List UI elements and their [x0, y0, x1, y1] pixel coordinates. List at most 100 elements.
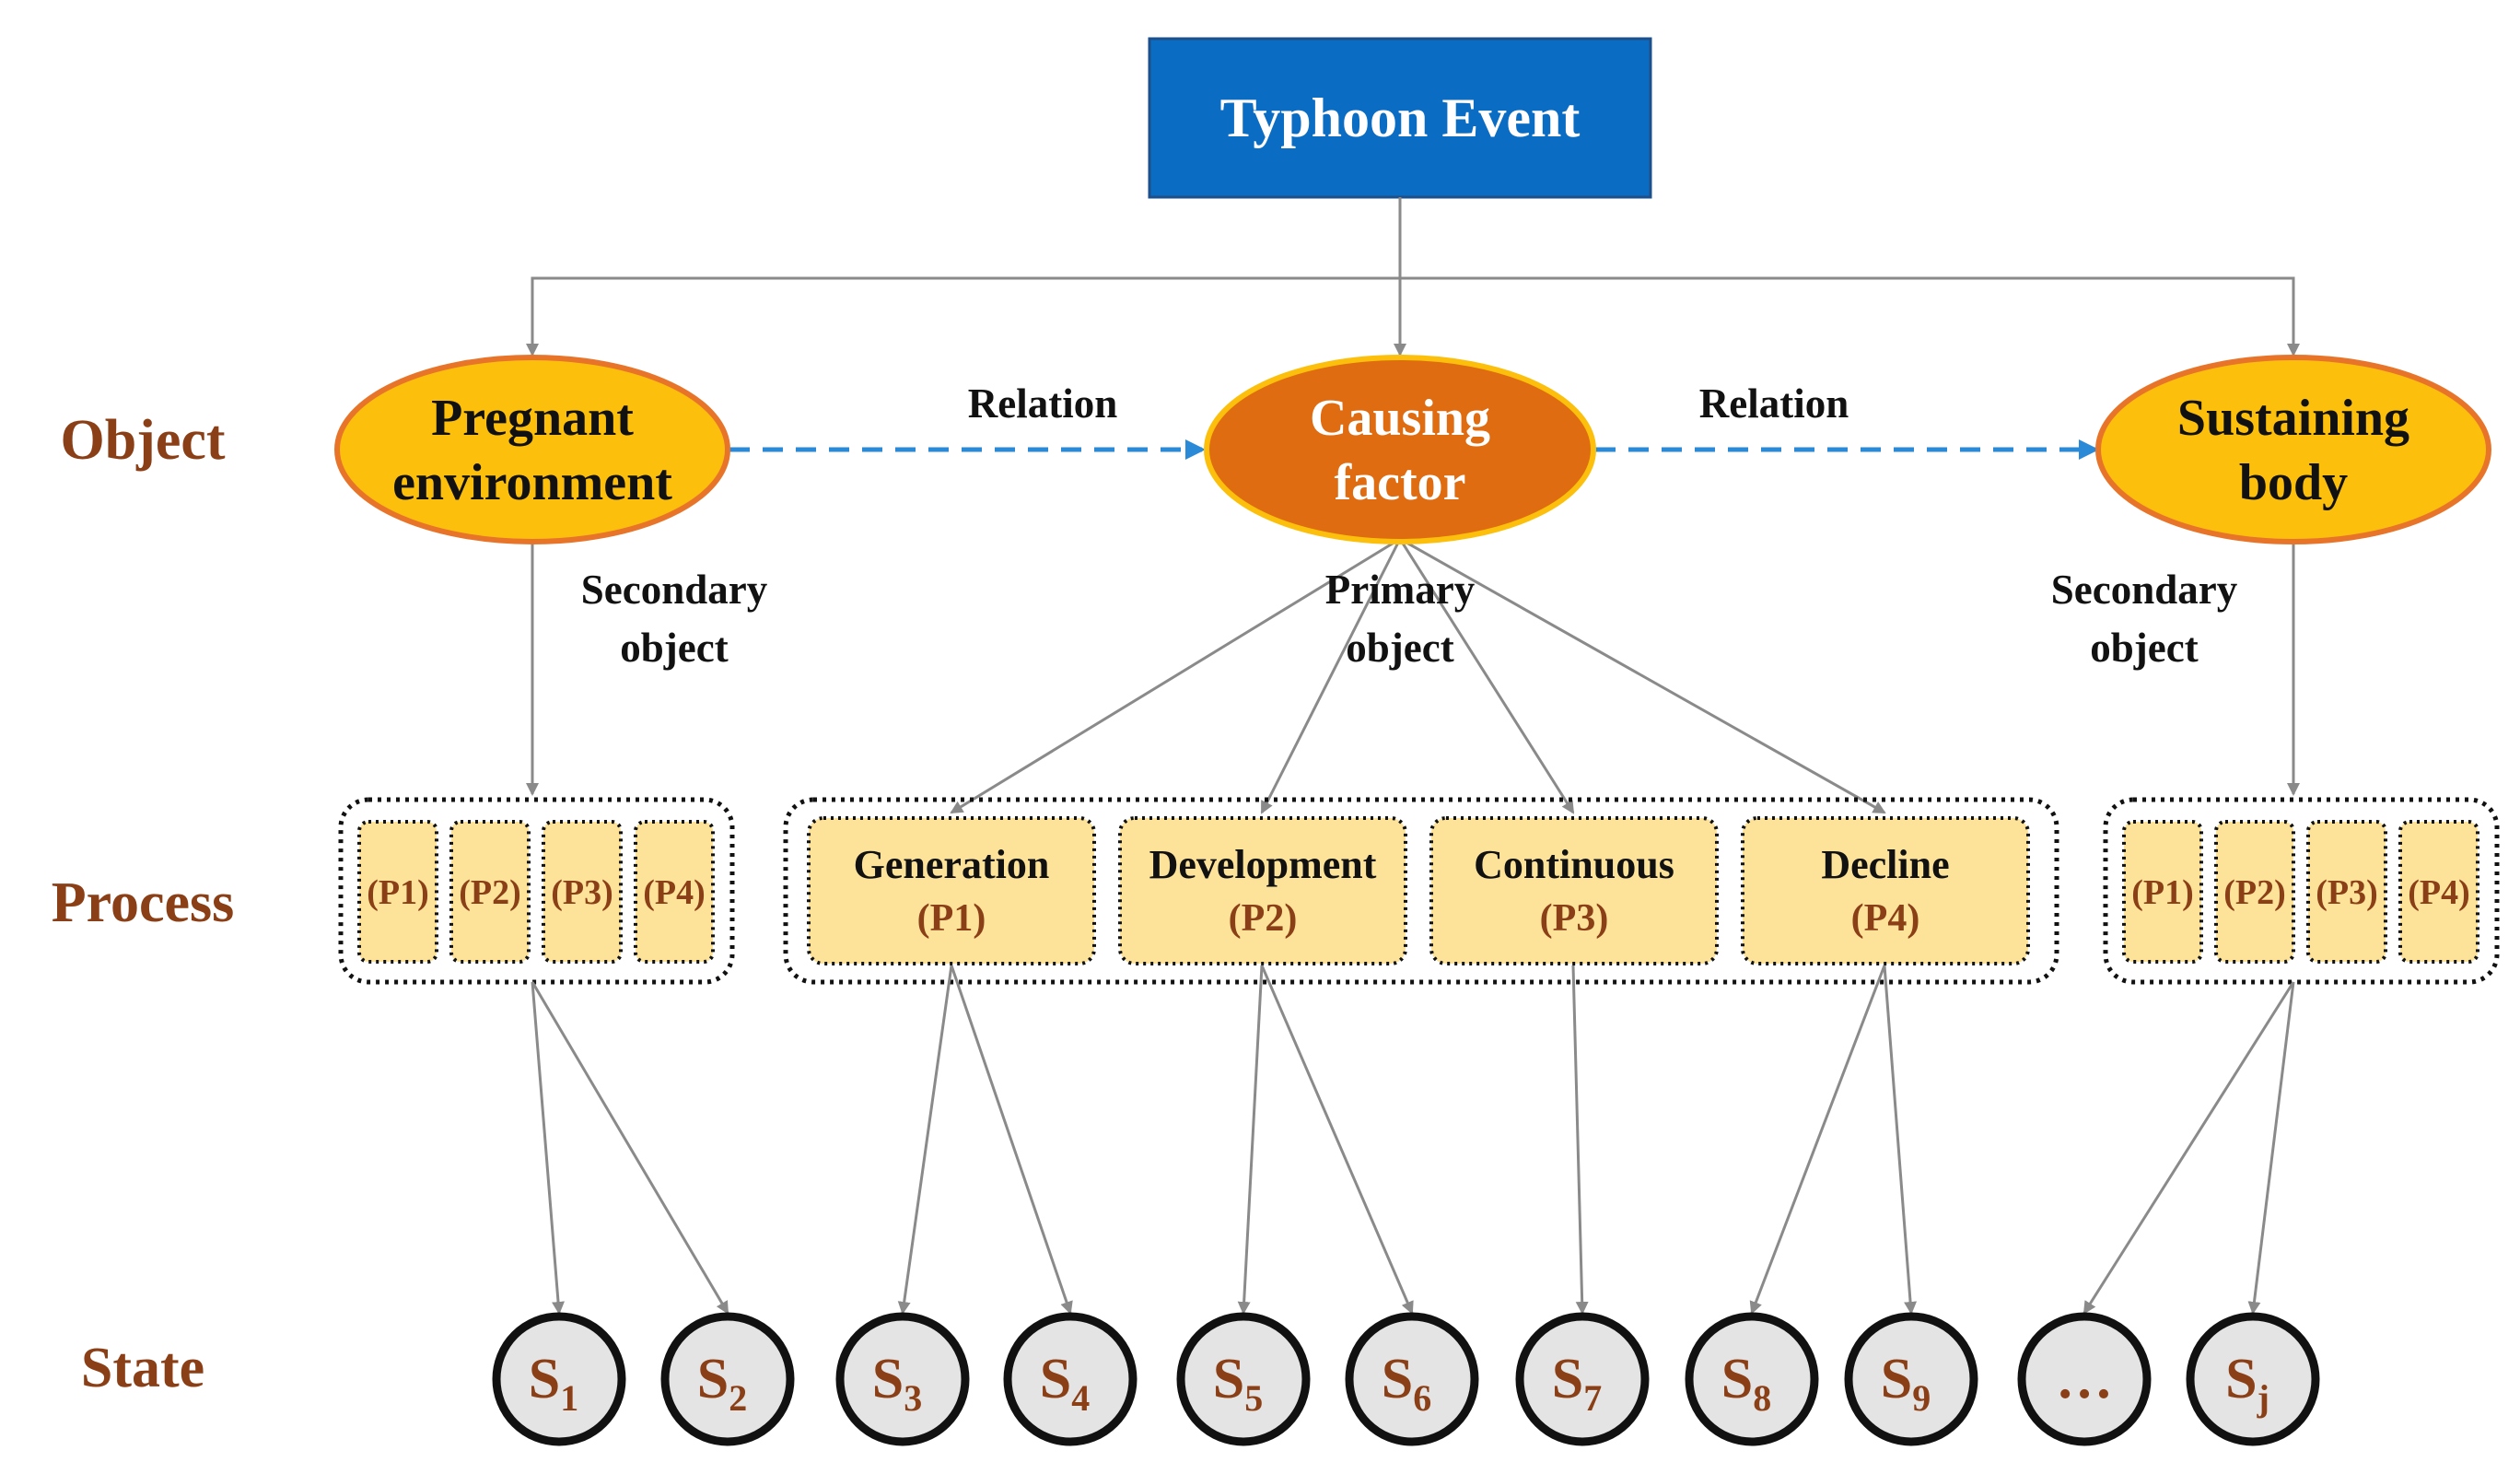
connector-causing-to-decline — [1399, 537, 1886, 814]
connector-development-to-s5 — [1237, 965, 1264, 1315]
process-right-code-4: (P4) — [2408, 873, 2470, 912]
state-node-6: S6 — [1345, 1312, 1479, 1446]
pregnant-line1: Pregnant — [431, 390, 634, 447]
pregnant-environment-node: Pregnant environment — [334, 355, 730, 544]
process-group-left: (P1) (P2) (P3) (P4) — [338, 797, 735, 985]
process-left-item-1: (P1) — [357, 820, 438, 964]
primary-object-line1: Primary — [1325, 567, 1476, 613]
process-right-item-2: (P2) — [2214, 820, 2295, 964]
process-group-right: (P1) (P2) (P3) (P4) — [2103, 797, 2500, 985]
connector-title-to-sustaining — [1400, 276, 2300, 357]
connector-title-to-pregnant — [526, 276, 1400, 357]
connector-decline-to-s8 — [1749, 965, 1886, 1315]
process-right-items: (P1) (P2) (P3) (P4) — [2122, 820, 2479, 964]
process-left-code-4: (P4) — [643, 873, 706, 912]
top-connectors — [526, 197, 2300, 357]
typhoon-event-box: Typhoon Event — [1148, 37, 1652, 199]
state-node-2: S2 — [660, 1312, 795, 1446]
process-right-item-1: (P1) — [2122, 820, 2203, 964]
state-row: S1 S2 S3 S4 S5 S6 S7 S8 S9 … Sj — [492, 1312, 2320, 1446]
sustaining-body-node: Sustaining body — [2095, 355, 2491, 544]
secondary-object-left-line2: object — [620, 625, 728, 671]
state-label-9: S9 — [1881, 1348, 1931, 1419]
causing-line1: Causing — [1310, 390, 1490, 447]
sustaining-line1: Sustaining — [2177, 390, 2409, 447]
process-left-item-4: (P4) — [634, 820, 715, 964]
state-label-3: S3 — [872, 1348, 922, 1419]
typhoon-event-title: Typhoon Event — [1220, 88, 1581, 148]
connector-causing-to-continuous — [1398, 538, 1575, 814]
causing-line2: factor — [1334, 454, 1465, 511]
connector-causing-to-development — [1260, 538, 1402, 814]
state-label-2: S2 — [697, 1348, 747, 1419]
row-label-state: State — [81, 1337, 204, 1399]
connector-causing-to-generation — [950, 537, 1401, 814]
state-label-1: S1 — [529, 1348, 578, 1419]
process-right-code-3: (P3) — [2316, 873, 2378, 912]
connector-development-to-s6 — [1260, 965, 1414, 1315]
object-to-process-connectors — [526, 537, 2300, 814]
relation-label-left: Relation — [968, 380, 1118, 427]
process-left-code-3: (P3) — [551, 873, 613, 912]
process-main-name-3: Continuous — [1474, 842, 1674, 887]
process-main-item-3: Continuous (P3) — [1429, 816, 1719, 965]
process-right-item-3: (P3) — [2306, 820, 2387, 964]
state-label-6: S6 — [1382, 1348, 1431, 1419]
process-left-code-1: (P1) — [367, 873, 429, 912]
process-left-items: (P1) (P2) (P3) (P4) — [357, 820, 715, 964]
process-main-item-2: Development (P2) — [1118, 816, 1407, 965]
secondary-object-right-line1: Secondary — [2051, 567, 2238, 613]
process-group-main: Generation (P1) Development (P2) Continuous (… — [783, 797, 2059, 985]
process-left-code-2: (P2) — [459, 873, 521, 912]
state-label-11: Sj — [2225, 1348, 2269, 1419]
process-main-items: Generation (P1) Development (P2) Continuous (… — [807, 816, 2030, 965]
relation-label-right: Relation — [1699, 380, 1849, 427]
state-label-4: S4 — [1040, 1348, 1090, 1419]
state-label-10: … — [2056, 1348, 2113, 1410]
process-main-code-4: (P4) — [1851, 897, 1920, 940]
state-node-8: S8 — [1685, 1312, 1819, 1446]
causing-factor-node: Causing factor — [1204, 355, 1596, 544]
connector-generation-to-s3 — [897, 965, 953, 1315]
process-main-name-2: Development — [1149, 842, 1377, 887]
process-to-state-connectors — [531, 965, 2295, 1315]
state-node-3: S3 — [835, 1312, 970, 1446]
process-main-code-3: (P3) — [1540, 897, 1609, 940]
state-node-4: S4 — [1003, 1312, 1138, 1446]
process-main-code-2: (P2) — [1229, 897, 1298, 940]
process-main-item-4: Decline (P4) — [1741, 816, 2030, 965]
process-left-item-3: (P3) — [542, 820, 623, 964]
connector-left-to-s1 — [531, 981, 566, 1315]
state-label-7: S7 — [1552, 1348, 1602, 1419]
state-node-1: S1 — [492, 1312, 626, 1446]
connector-decline-to-s9 — [1883, 965, 1918, 1315]
row-label-object: Object — [60, 409, 225, 472]
state-node-10: … — [2017, 1312, 2152, 1446]
process-main-item-1: Generation (P1) — [807, 816, 1096, 965]
state-label-5: S5 — [1213, 1348, 1263, 1419]
process-main-name-4: Decline — [1821, 842, 1949, 887]
state-label-8: S8 — [1721, 1348, 1771, 1419]
connector-generation-to-s4 — [950, 965, 1073, 1315]
state-node-11: Sj — [2186, 1312, 2320, 1446]
process-right-code-2: (P2) — [2223, 873, 2286, 912]
process-right-code-1: (P1) — [2131, 873, 2194, 912]
secondary-object-left-line1: Secondary — [581, 567, 768, 613]
sustaining-line2: body — [2239, 454, 2348, 511]
primary-object-line2: object — [1346, 625, 1453, 671]
connector-right-to-sj — [2247, 981, 2295, 1315]
state-node-7: S7 — [1515, 1312, 1650, 1446]
process-right-item-4: (P4) — [2398, 820, 2479, 964]
secondary-object-right-line2: object — [2090, 625, 2198, 671]
connector-left-to-s2 — [531, 981, 729, 1315]
connector-continuous-to-s7 — [1571, 965, 1589, 1315]
process-main-name-1: Generation — [854, 842, 1050, 887]
process-left-item-2: (P2) — [449, 820, 531, 964]
row-label-process: Process — [52, 872, 235, 934]
state-node-9: S9 — [1844, 1312, 1978, 1446]
process-main-code-1: (P1) — [917, 897, 986, 940]
connector-right-to-ellipsis — [2082, 981, 2295, 1315]
pregnant-line2: environment — [392, 454, 672, 511]
state-node-5: S5 — [1176, 1312, 1311, 1446]
